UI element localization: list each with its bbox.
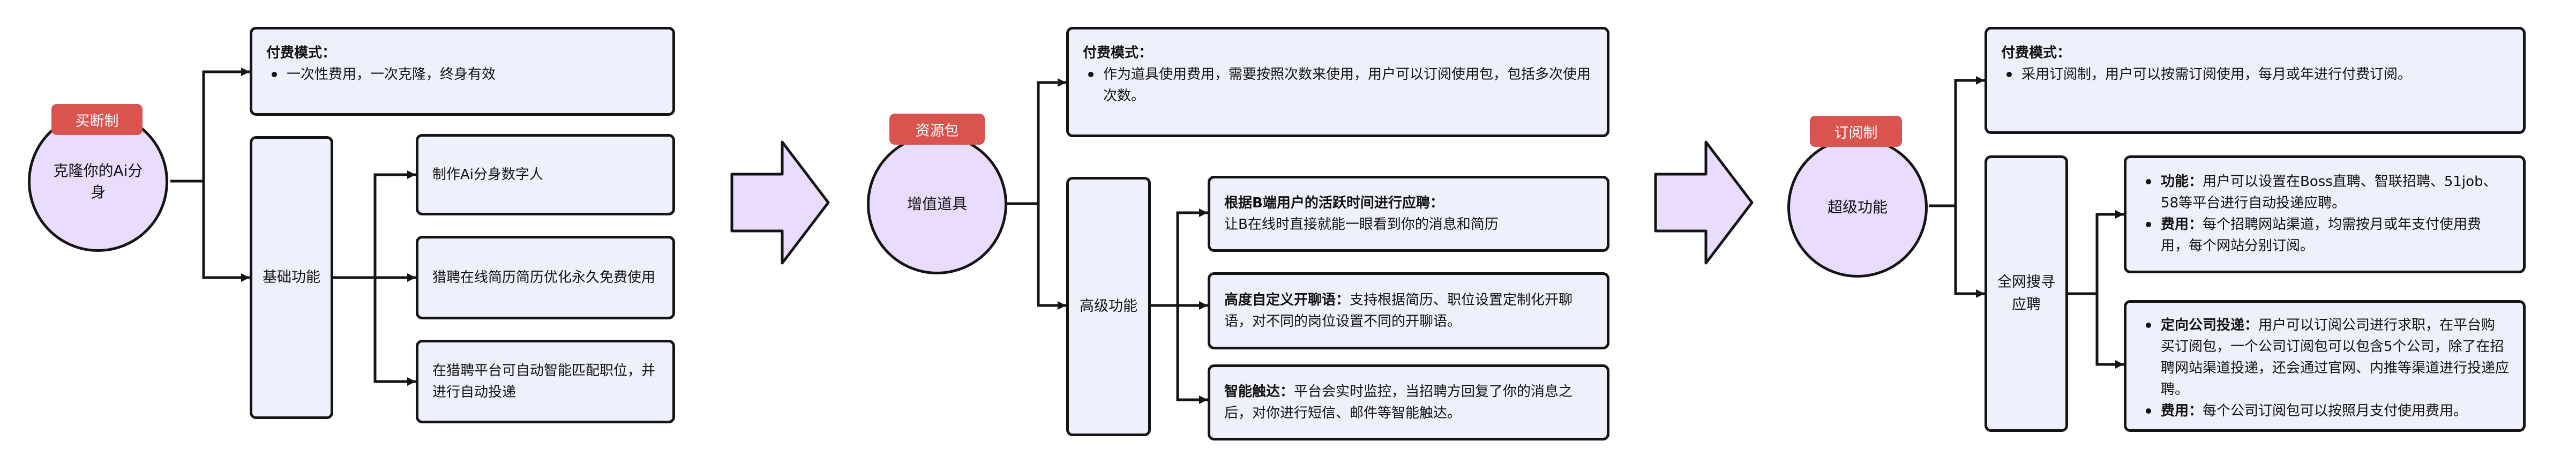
arrowhead bbox=[2115, 210, 2124, 219]
connector bbox=[1176, 305, 1208, 401]
leaf-bold: 功能： bbox=[2161, 174, 2203, 190]
connector bbox=[2068, 213, 2124, 295]
flow-arrow-2 bbox=[1654, 140, 1754, 265]
branch-network-search: 全网搜寻应聘 bbox=[1985, 155, 2068, 432]
arrowhead bbox=[1199, 208, 1208, 217]
arrowhead bbox=[241, 273, 250, 282]
center-node-label: 超级功能 bbox=[1827, 198, 1888, 216]
leaf-bullet: 费用：每个招聘网站渠道，均需按月或年支付使用费用，每个网站分别订阅。 bbox=[2140, 214, 2509, 257]
payment-model-title: 付费模式： bbox=[2001, 45, 2071, 61]
leaf-bullet: 功能：用户可以设置在Boss直聘、智联招聘、51job、58等平台进行自动投递应… bbox=[2140, 171, 2509, 214]
flow-arrow-1 bbox=[730, 140, 830, 265]
leaf-text: 让B在线时直接就能一眼看到你的消息和简历 bbox=[1224, 216, 1499, 233]
payment-model-item: 作为道具使用费用，需要按照次数来使用，用户可以订阅使用包，包括多次使用次数。 bbox=[1083, 64, 1593, 107]
leaf-ai-clone: 制作Ai分身数字人 bbox=[416, 134, 675, 215]
leaf-active-time: 根据B端用户的活跃时间进行应聘： 让B在线时直接就能一眼看到你的消息和简历 bbox=[1208, 176, 1609, 252]
leaf-bold: 费用： bbox=[2161, 403, 2203, 419]
leaf-bullet: 定向公司投递：用户可以订阅公司进行求职，在平台购买订阅包，一个公司订阅包可以包含… bbox=[2140, 315, 2509, 400]
leaf-text: 用户可以设置在Boss直聘、智联招聘、51job、58等平台进行自动投递应聘。 bbox=[2161, 174, 2497, 211]
connector bbox=[373, 278, 416, 383]
payment-model-box: 付费模式： 一次性费用，一次克隆，终身有效 bbox=[250, 27, 675, 116]
connector bbox=[333, 173, 416, 279]
connector bbox=[1151, 211, 1208, 307]
branch-label: 全网搜寻应聘 bbox=[1997, 274, 2055, 313]
arrowhead bbox=[1199, 301, 1208, 310]
branch-advanced-features: 高级功能 bbox=[1066, 177, 1151, 436]
arrowhead bbox=[1058, 78, 1066, 87]
payment-model-title: 付费模式： bbox=[266, 45, 336, 61]
tag-buyout: 买断制 bbox=[51, 104, 143, 135]
arrowhead bbox=[1976, 76, 1985, 85]
leaf-bold: 高度自定义开聊语： bbox=[1224, 292, 1350, 308]
arrowhead bbox=[407, 273, 416, 282]
connector bbox=[1929, 79, 1985, 207]
center-node-label: 增值道具 bbox=[907, 195, 967, 213]
leaf-bullet: 费用：每个公司订阅包可以按照月支付使用费用。 bbox=[2140, 400, 2509, 422]
tag-resource-pack: 资源包 bbox=[889, 114, 985, 145]
arrowhead bbox=[1058, 301, 1066, 310]
leaf-resume-optimize: 猎聘在线简历简历优化永久免费使用 bbox=[416, 236, 675, 319]
branch-label: 高级功能 bbox=[1080, 298, 1137, 315]
leaf-multi-platform: 功能：用户可以设置在Boss直聘、智联招聘、51job、58等平台进行自动投递应… bbox=[2124, 155, 2526, 273]
leaf-smart-reach: 智能触达：平台会实时监控，当招聘方回复了你的消息之后，对你进行短信、邮件等智能触… bbox=[1208, 364, 1609, 440]
leaf-bold: 费用： bbox=[2161, 216, 2203, 233]
leaf-text: 猎聘在线简历简历优化永久免费使用 bbox=[432, 270, 656, 286]
connector bbox=[1037, 204, 1066, 307]
payment-model-item: 采用订阅制，用户可以按需订阅使用，每月或年进行付费订阅。 bbox=[2001, 64, 2509, 85]
connector bbox=[1007, 81, 1066, 205]
leaf-text: 支持根据简历、职位设置定制化开聊语，对不同的岗位设置不同的开聊语。 bbox=[1224, 292, 1573, 330]
branch-label: 基础功能 bbox=[262, 269, 320, 286]
leaf-auto-apply: 在猎聘平台可自动智能匹配职位，并进行自动投递 bbox=[416, 340, 675, 423]
arrowhead bbox=[407, 170, 416, 179]
payment-model-title: 付费模式： bbox=[1083, 45, 1153, 61]
arrowhead bbox=[241, 68, 250, 76]
leaf-text: 在猎聘平台可自动智能匹配职位，并进行自动投递 bbox=[432, 363, 656, 400]
leaf-text: 平台会实时监控，当招聘方回复了你的消息之后，对你进行短信、邮件等智能触达。 bbox=[1224, 384, 1573, 421]
center-node-label: 克隆你的Ai分身 bbox=[53, 162, 143, 201]
leaf-targeted-company: 定向公司投递：用户可以订阅公司进行求职，在平台购买订阅包，一个公司订阅包可以包含… bbox=[2124, 300, 2526, 432]
connector bbox=[1954, 206, 1985, 295]
connector bbox=[2095, 294, 2124, 366]
tag-subscription: 订阅制 bbox=[1810, 116, 1902, 147]
leaf-custom-greeting: 高度自定义开聊语：支持根据简历、职位设置定制化开聊语，对不同的岗位设置不同的开聊… bbox=[1208, 272, 1609, 349]
branch-basic-features: 基础功能 bbox=[250, 136, 333, 419]
arrowhead bbox=[407, 377, 416, 386]
connector bbox=[202, 181, 250, 279]
payment-model-box: 付费模式： 作为道具使用费用，需要按照次数来使用，用户可以订阅使用包，包括多次使… bbox=[1066, 27, 1609, 137]
leaf-text: 用户可以订阅公司进行求职，在平台购买订阅包，一个公司订阅包可以包含5个公司，除了… bbox=[2161, 317, 2510, 398]
leaf-bold: 智能触达： bbox=[1224, 384, 1294, 400]
leaf-bold: 根据B端用户的活跃时间进行应聘： bbox=[1224, 195, 1444, 211]
payment-model-item: 一次性费用，一次克隆，终身有效 bbox=[266, 64, 658, 85]
center-node-addon: 增值道具 bbox=[867, 134, 1007, 274]
arrowhead bbox=[1199, 395, 1208, 404]
leaf-bold: 定向公司投递： bbox=[2161, 317, 2259, 333]
connector bbox=[170, 70, 250, 183]
center-node-subscription: 超级功能 bbox=[1787, 137, 1928, 278]
leaf-text: 每个公司订阅包可以按照月支付使用费用。 bbox=[2203, 403, 2468, 419]
arrowhead bbox=[1976, 289, 1985, 298]
arrowhead bbox=[2115, 360, 2124, 369]
leaf-text: 每个招聘网站渠道，均需按月或年支付使用费用，每个网站分别订阅。 bbox=[2161, 216, 2482, 254]
leaf-text: 制作Ai分身数字人 bbox=[432, 167, 544, 183]
payment-model-box: 付费模式： 采用订阅制，用户可以按需订阅使用，每月或年进行付费订阅。 bbox=[1985, 27, 2526, 134]
